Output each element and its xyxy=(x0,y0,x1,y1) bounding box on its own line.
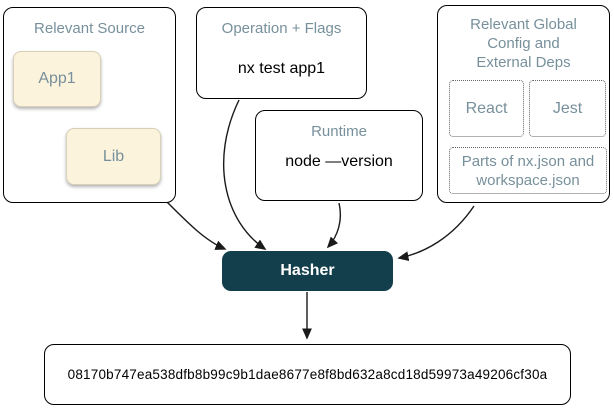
edge-global-config-to-hasher xyxy=(397,205,475,262)
global-config-title-line1: Relevant Global xyxy=(470,16,577,33)
hash-output-value: 08170b747ea538dfb8b99c9b1dae8677e8f8bd63… xyxy=(67,367,548,382)
node-dep-jest: Jest xyxy=(529,80,606,137)
group-runtime: Runtime node —version xyxy=(255,110,423,201)
node-hash-output: 08170b747ea538dfb8b99c9b1dae8677e8f8bd63… xyxy=(44,344,571,405)
global-config-title-line3: External Deps xyxy=(476,54,571,71)
dep-jest-label: Jest xyxy=(552,100,583,117)
node-lib: Lib xyxy=(66,128,161,185)
group-global-config: Relevant Global Config and External Deps… xyxy=(437,5,610,203)
group-relevant-source: Relevant Source App1 Lib xyxy=(3,7,176,203)
node-app1-label: App1 xyxy=(38,70,76,87)
global-config-title-line2: Config and xyxy=(487,35,560,52)
node-config-files: Parts of nx.json and workspace.json xyxy=(449,147,607,194)
hasher-label: Hasher xyxy=(280,262,335,279)
operation-flags-title: Operation + Flags xyxy=(221,20,342,37)
node-hasher: Hasher xyxy=(222,251,393,291)
config-files-line2: workspace.json xyxy=(476,171,580,189)
edge-relevant-source-to-hasher xyxy=(166,201,227,250)
node-app1: App1 xyxy=(13,51,101,107)
runtime-title: Runtime xyxy=(311,123,367,140)
dep-react-label: React xyxy=(465,100,508,117)
config-files-line1: Parts of nx.json and xyxy=(461,152,595,170)
runtime-command: node —version xyxy=(285,153,393,170)
edge-runtime-to-hasher xyxy=(326,202,342,249)
node-lib-label: Lib xyxy=(102,147,125,165)
relevant-source-title: Relevant Source xyxy=(34,20,145,37)
global-config-title: Relevant Global Config and External Deps xyxy=(438,15,609,72)
operation-flags-command: nx test app1 xyxy=(237,60,326,77)
node-dep-react: React xyxy=(449,80,524,137)
group-operation-flags: Operation + Flags nx test app1 xyxy=(196,7,367,99)
